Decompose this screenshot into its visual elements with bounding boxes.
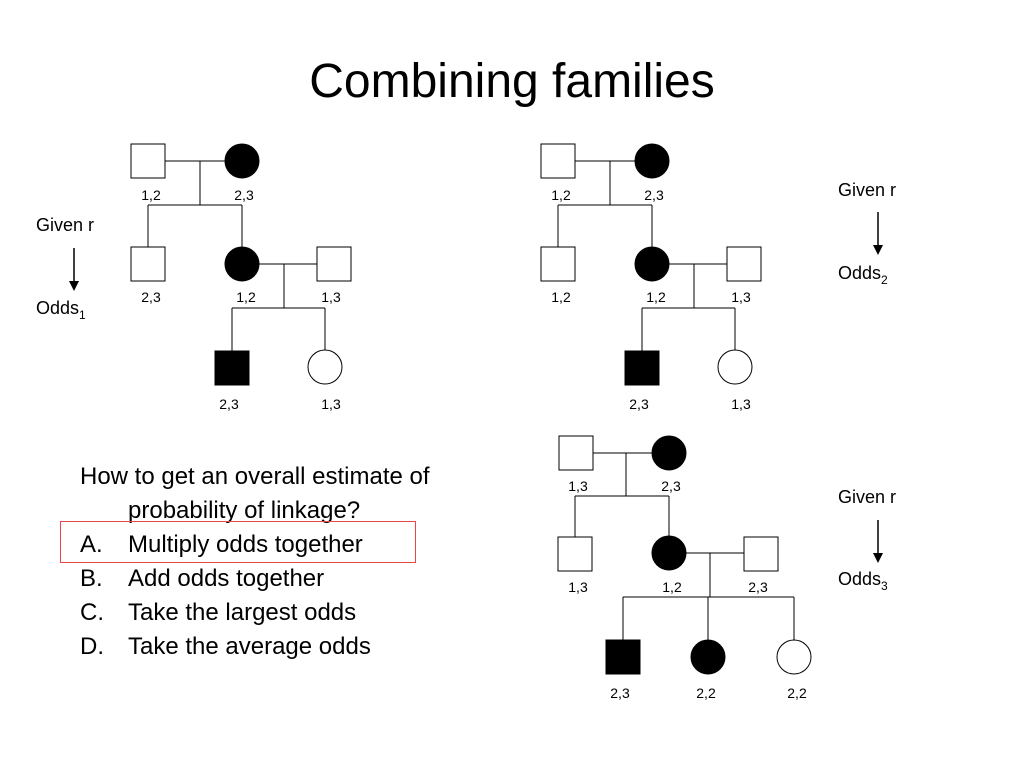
genotype-label: 2,3 — [661, 478, 681, 494]
option-letter: B. — [80, 565, 103, 592]
f3-grandmother-affected-female — [651, 435, 687, 471]
f1-given-r-annotation: Given r Odds1 — [36, 215, 94, 322]
genotype-label: 1,2 — [551, 187, 571, 203]
f2-down-arrow-icon — [873, 245, 883, 255]
genotype-label: 1,2 — [236, 289, 256, 305]
f1-grandfather-unaffected-male — [130, 143, 166, 179]
f2-daughter-affected-female — [634, 246, 670, 282]
f3-genotype-labels: 1,3 2,3 1,3 1,2 2,3 2,3 2,2 2,2 — [568, 478, 807, 701]
answer-option-c: C. Take the largest odds — [80, 596, 520, 630]
genotype-label: 1,3 — [321, 289, 341, 305]
f1-given-r-label: Given r — [36, 215, 94, 235]
f3-given-r-label: Given r — [838, 487, 896, 507]
f1-genotype-labels: 1,2 2,3 2,3 1,2 1,3 2,3 1,3 — [141, 187, 341, 412]
question-prompt: How to get an overall estimate of probab… — [80, 463, 430, 524]
f3-odds-label: Odds3 — [838, 569, 888, 593]
f1-down-arrow-icon — [69, 281, 79, 291]
f2-grandfather-unaffected-male — [540, 143, 576, 179]
f1-daughter-affected-female — [224, 246, 260, 282]
genotype-label: 1,3 — [731, 396, 751, 412]
genotype-label: 2,3 — [644, 187, 664, 203]
option-letter: A. — [80, 531, 103, 558]
genotype-label: 2,3 — [141, 289, 161, 305]
pedigree-family-2 — [540, 143, 762, 386]
answer-option-d: D. Take the average odds — [80, 630, 520, 664]
f3-grandfather-unaffected-male — [558, 435, 594, 471]
pedigree-family-1 — [130, 143, 352, 386]
genotype-label: 2,3 — [748, 579, 768, 595]
question-block: How to get an overall estimate of probab… — [80, 460, 520, 664]
f3-granddaughter-affected-female — [690, 639, 726, 675]
genotype-label: 1,3 — [568, 579, 588, 595]
option-text: Take the largest odds — [128, 599, 357, 626]
f1-odds-label: Odds1 — [36, 298, 86, 322]
f3-granddaughter-unaffected-female — [776, 639, 812, 675]
f3-grandson-affected-male — [605, 639, 641, 675]
f2-given-r-label: Given r — [838, 180, 896, 200]
option-letter: C. — [80, 599, 104, 626]
f3-down-arrow-icon — [873, 553, 883, 563]
f2-son-unaffected-male — [540, 246, 576, 282]
genotype-label: 2,3 — [234, 187, 254, 203]
f3-given-r-annotation: Given r Odds3 — [838, 487, 896, 593]
f3-son-unaffected-male — [557, 536, 593, 572]
pedigree-family-3 — [557, 435, 812, 675]
f3-spouse-unaffected-male — [743, 536, 779, 572]
option-text: Add odds together — [128, 565, 325, 592]
f3-daughter-affected-female — [651, 535, 687, 571]
genotype-label: 1,2 — [141, 187, 161, 203]
f1-son-unaffected-male — [130, 246, 166, 282]
genotype-label: 1,3 — [731, 289, 751, 305]
option-letter: D. — [80, 633, 104, 660]
f2-given-r-annotation: Given r Odds2 — [838, 180, 896, 287]
option-text: Multiply odds together — [128, 531, 363, 558]
f2-genotype-labels: 1,2 2,3 1,2 1,2 1,3 2,3 1,3 — [551, 187, 751, 412]
f1-grandmother-affected-female — [224, 143, 260, 179]
answer-option-b: B. Add odds together — [80, 562, 520, 596]
f1-granddaughter-unaffected-female — [307, 349, 343, 385]
f2-granddaughter-unaffected-female — [717, 349, 753, 385]
genotype-label: 2,3 — [629, 396, 649, 412]
f2-odds-label: Odds2 — [838, 263, 888, 287]
f2-grandmother-affected-female — [634, 143, 670, 179]
genotype-label: 1,2 — [662, 579, 682, 595]
genotype-label: 1,3 — [568, 478, 588, 494]
answer-highlight-box — [60, 521, 416, 563]
answer-option-a: A. Multiply odds together — [80, 528, 520, 562]
f2-grandson-affected-male — [624, 350, 660, 386]
genotype-label: 2,2 — [787, 685, 807, 701]
genotype-label: 2,3 — [219, 396, 239, 412]
genotype-label: 2,2 — [696, 685, 716, 701]
genotype-label: 1,3 — [321, 396, 341, 412]
genotype-label: 2,3 — [610, 685, 630, 701]
f2-spouse-unaffected-male — [726, 246, 762, 282]
genotype-label: 1,2 — [646, 289, 666, 305]
genotype-label: 1,2 — [551, 289, 571, 305]
option-text: Take the average odds — [128, 633, 371, 660]
f1-grandson-affected-male — [214, 350, 250, 386]
slide-title: Combining families — [309, 55, 715, 108]
f1-spouse-unaffected-male — [316, 246, 352, 282]
